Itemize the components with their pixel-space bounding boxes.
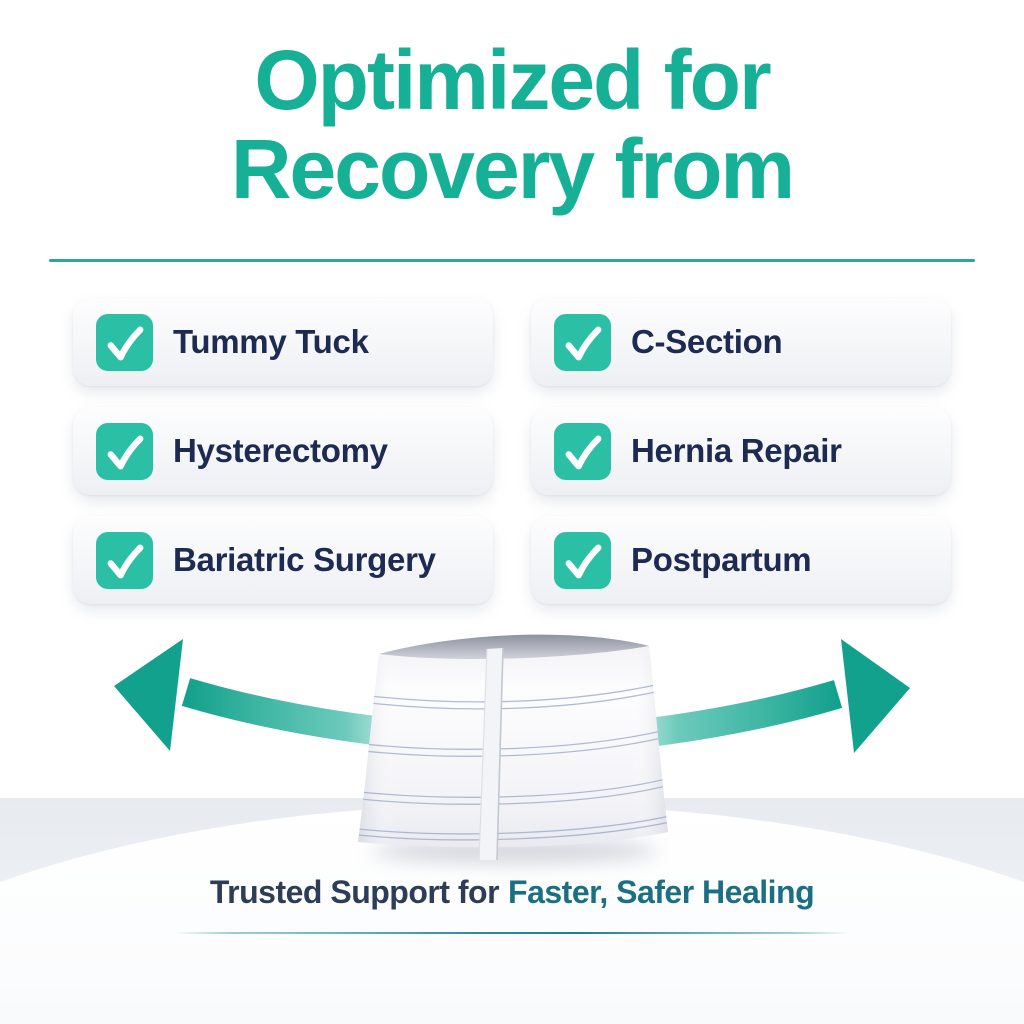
tagline-prefix: Trusted Support for (209, 874, 500, 910)
card-label: C-Section (631, 323, 783, 360)
checkmark-icon (96, 531, 153, 589)
tagline-highlight: Faster, Safer Healing (508, 874, 815, 910)
checkmark-icon (554, 531, 611, 589)
card-bariatric-surgery: Bariatric Surgery (73, 516, 493, 604)
card-hysterectomy: Hysterectomy (73, 407, 493, 495)
checkmark-icon (96, 422, 153, 480)
page-title: Optimized for Recovery from (0, 33, 1024, 217)
checkmark-icon (554, 422, 611, 480)
card-label: Tummy Tuck (173, 323, 369, 360)
card-label: Hysterectomy (173, 432, 388, 469)
header-divider (49, 259, 975, 262)
card-label: Hernia Repair (631, 432, 842, 469)
page-title-line1: Optimized for (254, 33, 771, 127)
card-label: Postpartum (631, 541, 812, 578)
card-label: Bariatric Surgery (173, 541, 436, 578)
abdominal-binder-image (358, 634, 668, 861)
card-c-section: C-Section (531, 298, 951, 386)
page-title-line2: Recovery from (230, 122, 795, 217)
card-hernia-repair: Hernia Repair (531, 407, 951, 495)
checkmark-icon (96, 313, 153, 371)
card-tummy-tuck: Tummy Tuck (73, 298, 493, 386)
checkmark-icon (554, 313, 611, 371)
card-postpartum: Postpartum (531, 516, 951, 604)
recovery-card-grid: Tummy Tuck C-Section Hysterectomy Hernia… (73, 298, 951, 604)
tagline-underline (174, 932, 850, 934)
